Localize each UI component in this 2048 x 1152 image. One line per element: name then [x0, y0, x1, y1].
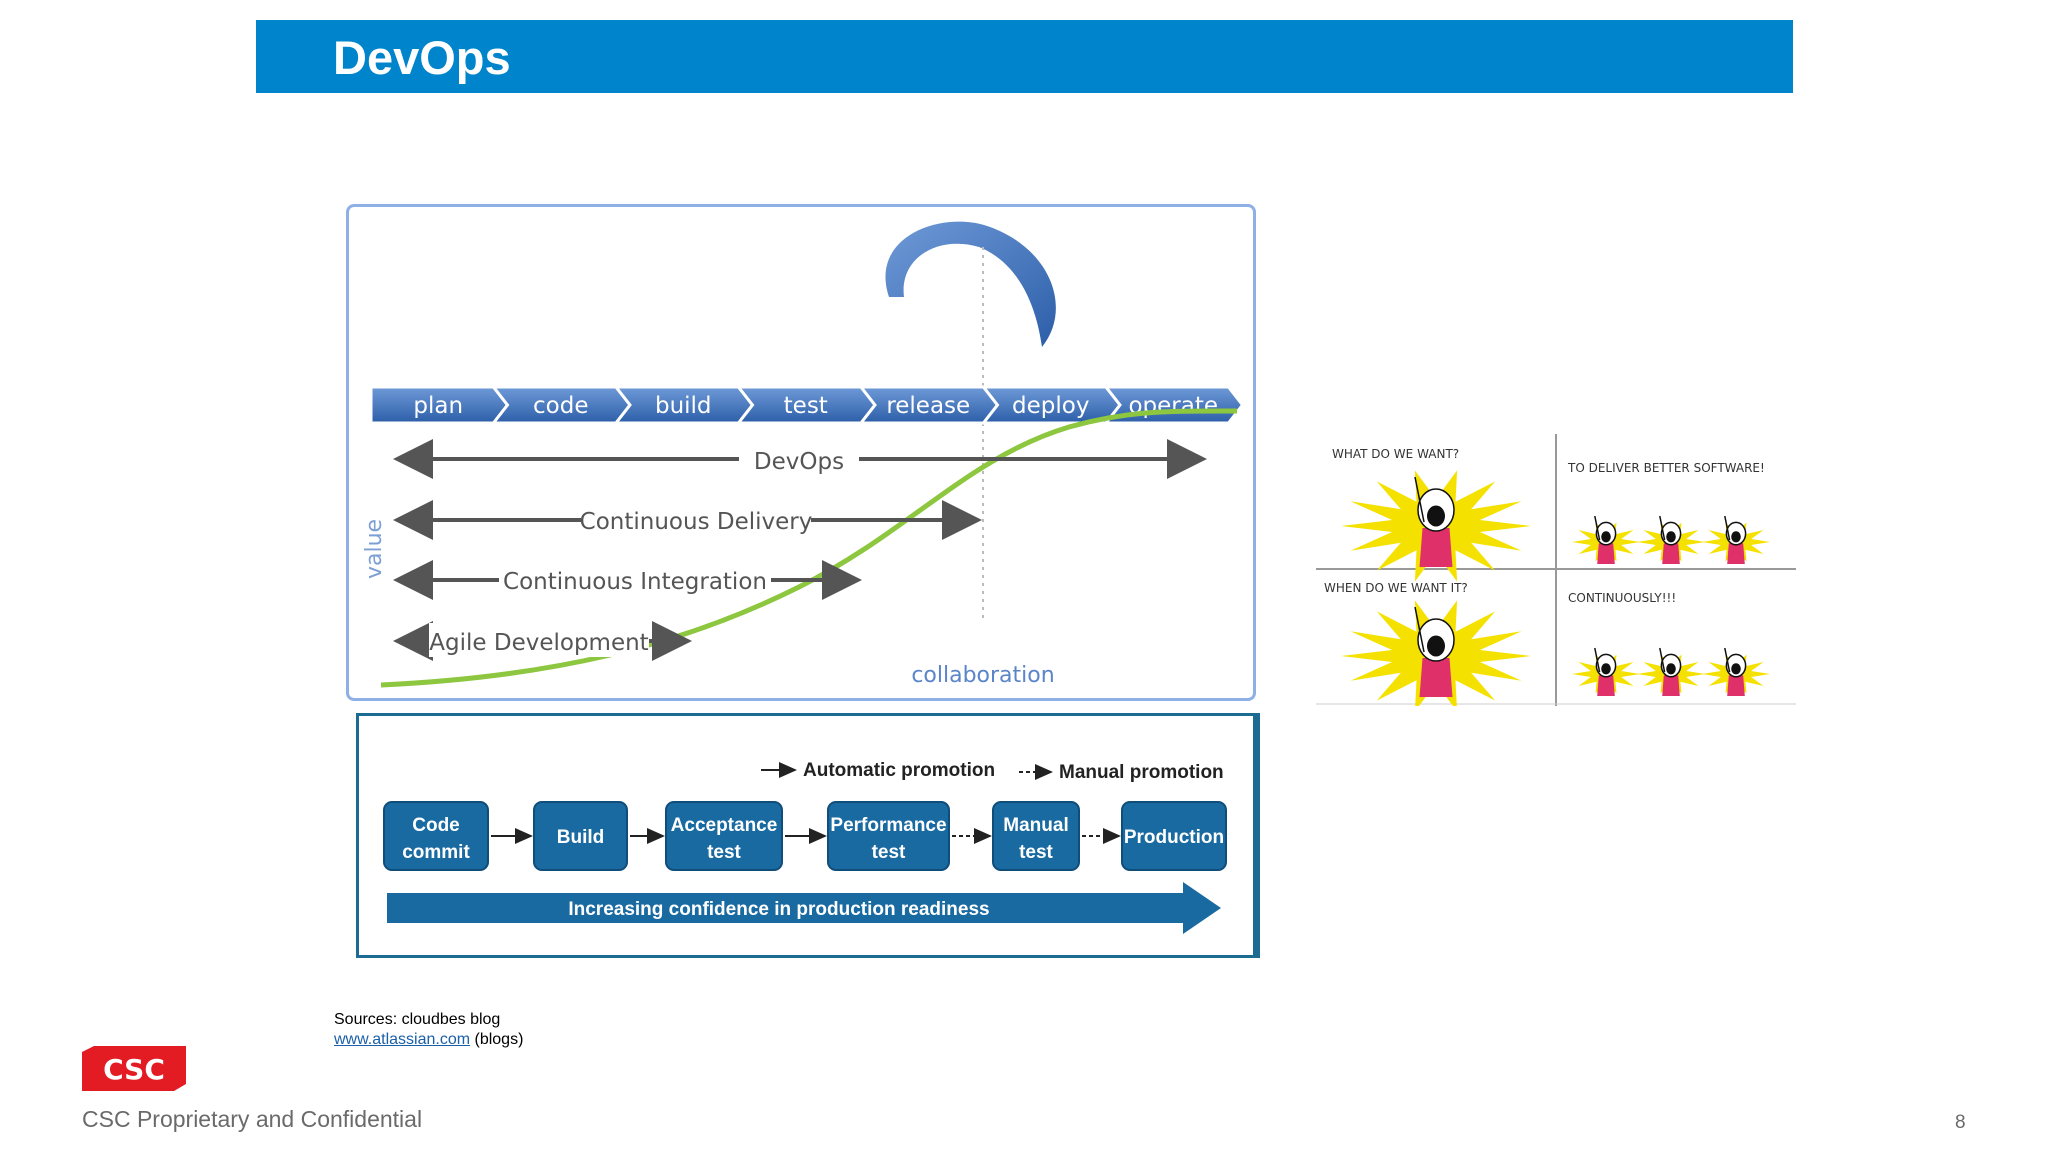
pipeline-step-label: commit — [402, 842, 470, 863]
figure-mouth — [1666, 531, 1676, 543]
figure-arm — [1724, 647, 1731, 673]
figure-arm — [1414, 476, 1425, 523]
title-bar: DevOps — [256, 20, 1793, 93]
devops-span-label: DevOps — [754, 449, 844, 475]
figure-body — [1597, 675, 1615, 696]
pipeline-step-label: test — [707, 842, 741, 863]
logo-text: CSC — [103, 1053, 165, 1086]
pipeline-step-box — [827, 801, 950, 871]
figure-arm — [1659, 647, 1666, 673]
figure-body — [1727, 675, 1745, 696]
figure-body — [1662, 543, 1680, 564]
pipeline-step-label: Acceptance — [671, 815, 778, 836]
figure-mouth — [1731, 663, 1741, 675]
stage-label-deploy: deploy — [1012, 393, 1089, 419]
stage-label-code: code — [533, 393, 588, 419]
figure-arm — [1414, 606, 1425, 653]
y-axis-label: value — [362, 519, 387, 579]
feedback-loop-shape — [885, 221, 1056, 347]
stage-label-release: release — [886, 393, 970, 419]
legend-manual-promotion: Manual promotion — [1059, 762, 1224, 783]
page-number: 8 — [1955, 1112, 1966, 1133]
pipeline-step-label: Production — [1124, 827, 1224, 848]
figure-mouth — [1427, 635, 1445, 657]
confidence-banner-text: Increasing confidence in production read… — [568, 899, 989, 920]
figure-mouth — [1666, 663, 1676, 675]
meme-image: WHAT DO WE WANT? TO DELIVER BETTER SOFTW… — [1316, 434, 1796, 706]
pipeline-step-box — [383, 801, 489, 871]
stage-label-build: build — [655, 393, 712, 419]
slide-title: DevOps — [333, 31, 511, 84]
meme-question-1: WHAT DO WE WANT? — [1332, 447, 1459, 461]
stage-label-test: test — [784, 393, 828, 419]
sources-suffix: (blogs) — [470, 1031, 524, 1048]
atlassian-link[interactable]: www.atlassian.com — [334, 1031, 471, 1048]
figure-arm — [1659, 515, 1666, 541]
pipeline-step-box — [1121, 801, 1227, 871]
pipeline-step-label: Build — [557, 827, 605, 848]
meme-answer-1: TO DELIVER BETTER SOFTWARE! — [1567, 461, 1765, 475]
pipeline-step-label: Code — [412, 815, 460, 836]
pipeline-step-box — [992, 801, 1080, 871]
figure-mouth — [1427, 505, 1445, 527]
figure-body — [1419, 658, 1453, 697]
legend-automatic-promotion: Automatic promotion — [803, 760, 995, 781]
meme-answer-2: CONTINUOUSLY!!! — [1568, 591, 1676, 605]
agile-development-label: Agile Development — [429, 630, 648, 656]
figure-body — [1597, 543, 1615, 564]
continuous-delivery-label: Continuous Delivery — [580, 509, 813, 535]
pipeline-step-label: test — [1019, 842, 1053, 863]
csc-logo: CSC — [82, 1046, 186, 1091]
pipeline-step-box — [665, 801, 783, 871]
continuous-integration-label: Continuous Integration — [503, 569, 767, 595]
figure-body — [1662, 675, 1680, 696]
pipeline-step-label: Performance — [830, 815, 946, 836]
figure-arm — [1724, 515, 1731, 541]
pipeline-step-box — [533, 801, 628, 871]
confidence-banner-arrow — [387, 882, 1221, 934]
x-axis-label: collaboration — [911, 663, 1054, 688]
figure-arm — [1594, 647, 1601, 673]
footer-confidential: CSC Proprietary and Confidential — [82, 1106, 423, 1132]
sources-note: Sources: cloudbes blog www.atlassian.com… — [334, 1010, 523, 1050]
sources-line: Sources: cloudbes blog — [334, 1011, 501, 1028]
deployment-pipeline-diagram: Automatic promotion Manual promotion Cod… — [356, 713, 1260, 958]
figure-mouth — [1601, 531, 1611, 543]
figure-mouth — [1601, 663, 1611, 675]
pipeline-step-label: Manual — [1003, 815, 1068, 836]
figure-arm — [1594, 515, 1601, 541]
stage-label-plan: plan — [413, 393, 463, 419]
figure-mouth — [1731, 531, 1741, 543]
figure-body — [1727, 543, 1745, 564]
pipeline-step-label: test — [872, 842, 906, 863]
figure-body — [1419, 528, 1453, 567]
meme-question-2: WHEN DO WE WANT IT? — [1324, 581, 1468, 595]
